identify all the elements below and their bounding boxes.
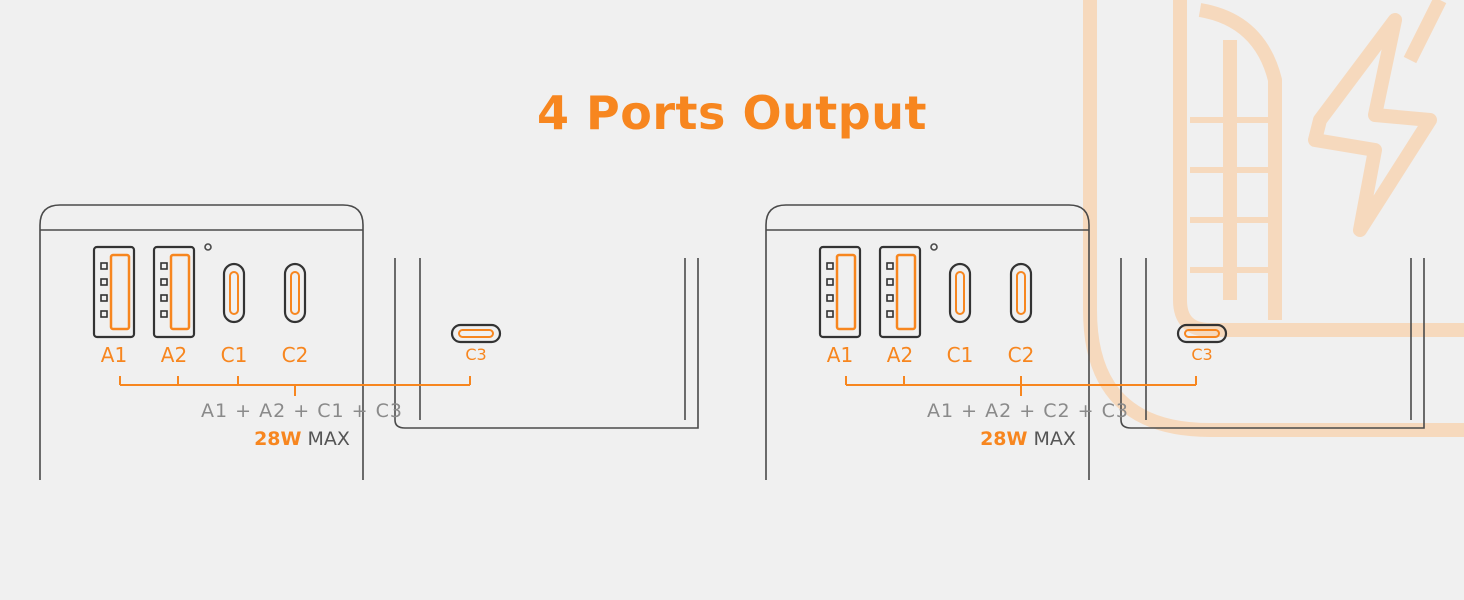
max-power-rating: 28W MAX xyxy=(152,428,452,450)
usb-a-port-a1 xyxy=(92,245,136,339)
max-power-rating: 28W MAX xyxy=(878,428,1178,450)
usb-c-port-c1 xyxy=(948,262,972,324)
port-label-a2: A2 xyxy=(160,343,188,367)
charger-diagram-1 xyxy=(39,204,699,480)
usb-a-port-a2 xyxy=(878,245,922,339)
port-config-2: A1 A2 C1 C2 C3 A1 + A2 + C2 + C3 28W MAX xyxy=(726,0,1426,600)
port-label-a2: A2 xyxy=(886,343,914,367)
port-label-a1: A1 xyxy=(826,343,854,367)
usb-a-port-a2 xyxy=(152,245,196,339)
usb-c-port-c2 xyxy=(1009,262,1033,324)
usb-c-port-c2 xyxy=(283,262,307,324)
port-combination: A1 + A2 + C1 + C3 xyxy=(201,400,403,422)
usb-c-port-c1 xyxy=(222,262,246,324)
combination-bracket xyxy=(119,376,471,396)
usb-a-port-a1 xyxy=(818,245,862,339)
power-value: 28W xyxy=(980,428,1028,450)
port-label-c1: C1 xyxy=(220,343,248,367)
port-config-1: A1 A2 C1 C2 C3 A1 + A2 + C1 + C3 28W MAX xyxy=(0,0,700,600)
port-label-c2: C2 xyxy=(281,343,309,367)
port-label-a1: A1 xyxy=(100,343,128,367)
power-value: 28W xyxy=(254,428,302,450)
port-label-c3: C3 xyxy=(1191,345,1213,364)
usb-c-port-c3 xyxy=(450,323,502,344)
power-suffix: MAX xyxy=(307,428,350,450)
port-label-c1: C1 xyxy=(946,343,974,367)
port-label-c3: C3 xyxy=(465,345,487,364)
combination-bracket xyxy=(845,376,1197,396)
port-label-c2: C2 xyxy=(1007,343,1035,367)
usb-c-port-c3 xyxy=(1176,323,1228,344)
port-combination: A1 + A2 + C2 + C3 xyxy=(927,400,1129,422)
power-suffix: MAX xyxy=(1033,428,1076,450)
charger-diagram-2 xyxy=(765,204,1425,480)
page-title: 4 Ports Output xyxy=(537,86,927,140)
